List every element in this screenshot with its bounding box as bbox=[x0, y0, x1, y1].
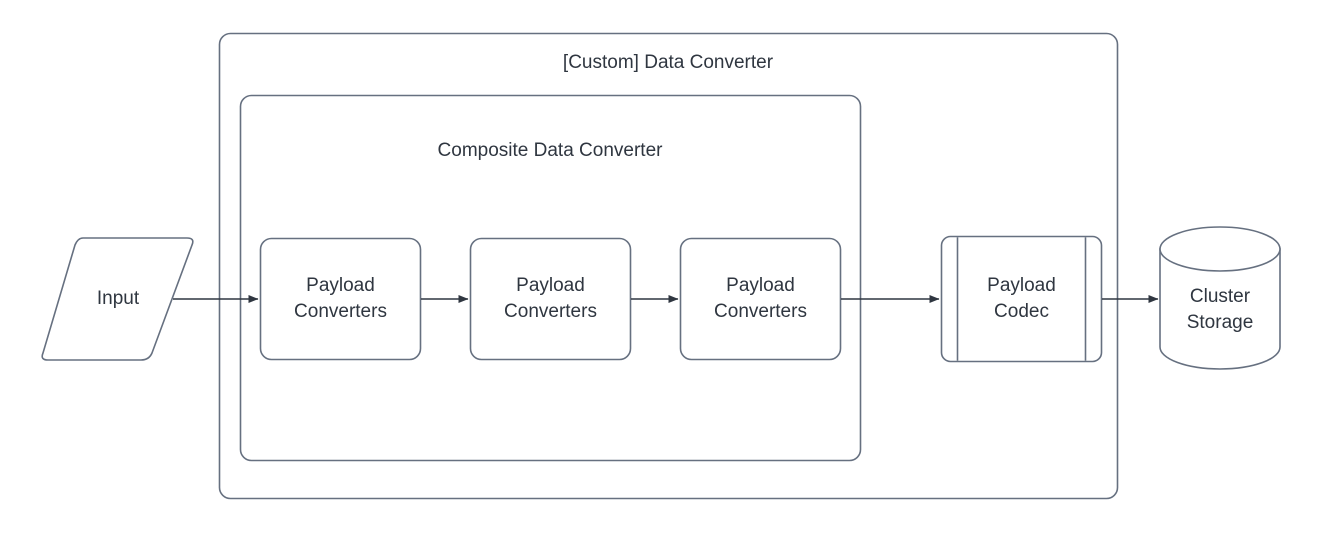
node-cluster-storage[interactable] bbox=[1159, 226, 1281, 370]
container-title-custom-data-converter: [Custom] Data Converter bbox=[562, 52, 774, 73]
container-title-composite-data-converter: Composite Data Converter bbox=[437, 140, 663, 161]
node-input[interactable] bbox=[41, 237, 194, 361]
node-payload-converters-1[interactable] bbox=[259, 237, 422, 361]
node-payload-converters-2[interactable] bbox=[469, 237, 632, 361]
node-payload-codec[interactable] bbox=[940, 235, 1103, 363]
container-custom-data-converter[interactable] bbox=[218, 32, 1119, 500]
container-composite-data-converter[interactable] bbox=[239, 94, 862, 462]
node-payload-converters-3[interactable] bbox=[679, 237, 842, 361]
